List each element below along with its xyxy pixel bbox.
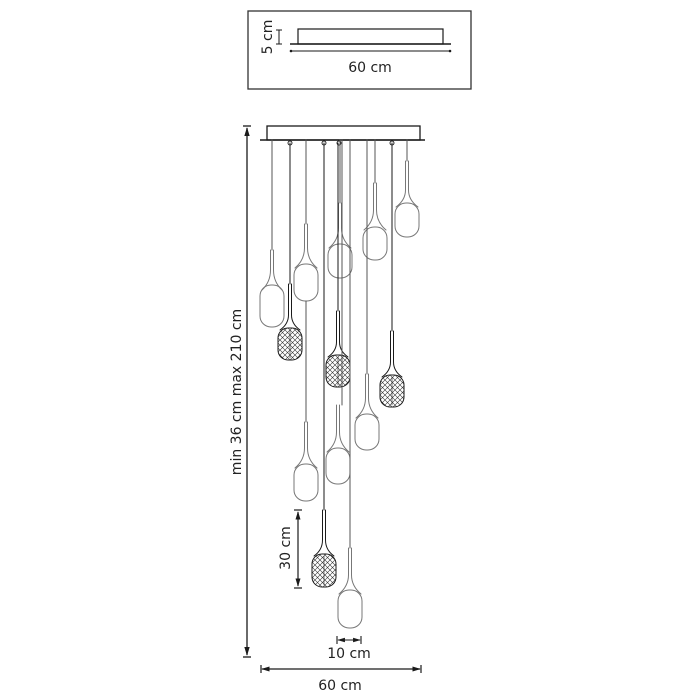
glass-pendant — [293, 139, 319, 302]
glass-pendant — [362, 139, 388, 261]
mesh-pendant — [379, 142, 405, 408]
top-width-label: 60 cm — [348, 60, 392, 76]
glass-pendant — [259, 139, 285, 328]
total-height-dimension: min 36 cm max 210 cm — [229, 125, 251, 658]
mesh-pendant — [277, 142, 303, 361]
shade-height-label: 30 cm — [278, 526, 294, 570]
glass-pendant — [354, 139, 380, 451]
glass-pendant — [337, 139, 363, 629]
shade-height-dimension: 30 cm — [278, 509, 302, 589]
mesh-pendant — [311, 142, 337, 588]
shade-width-label: 10 cm — [327, 646, 371, 662]
top-view-frame — [247, 10, 472, 90]
total-height-label: min 36 cm max 210 cm — [229, 309, 245, 475]
glass-pendant — [394, 139, 420, 238]
canopy-width-label: 60 cm — [318, 678, 362, 694]
glass-pendant — [293, 300, 319, 502]
shade-width-dimension: 10 cm — [327, 636, 371, 662]
top-height-label: 5 cm — [260, 20, 276, 55]
canopy-side-profile — [297, 28, 444, 45]
top-view: 60 cm 5 cm — [247, 10, 472, 90]
canopy-width-dimension: 60 cm — [260, 665, 422, 694]
pendants — [259, 139, 420, 629]
mesh-pendant — [325, 142, 351, 388]
glass-pendant — [327, 139, 353, 279]
